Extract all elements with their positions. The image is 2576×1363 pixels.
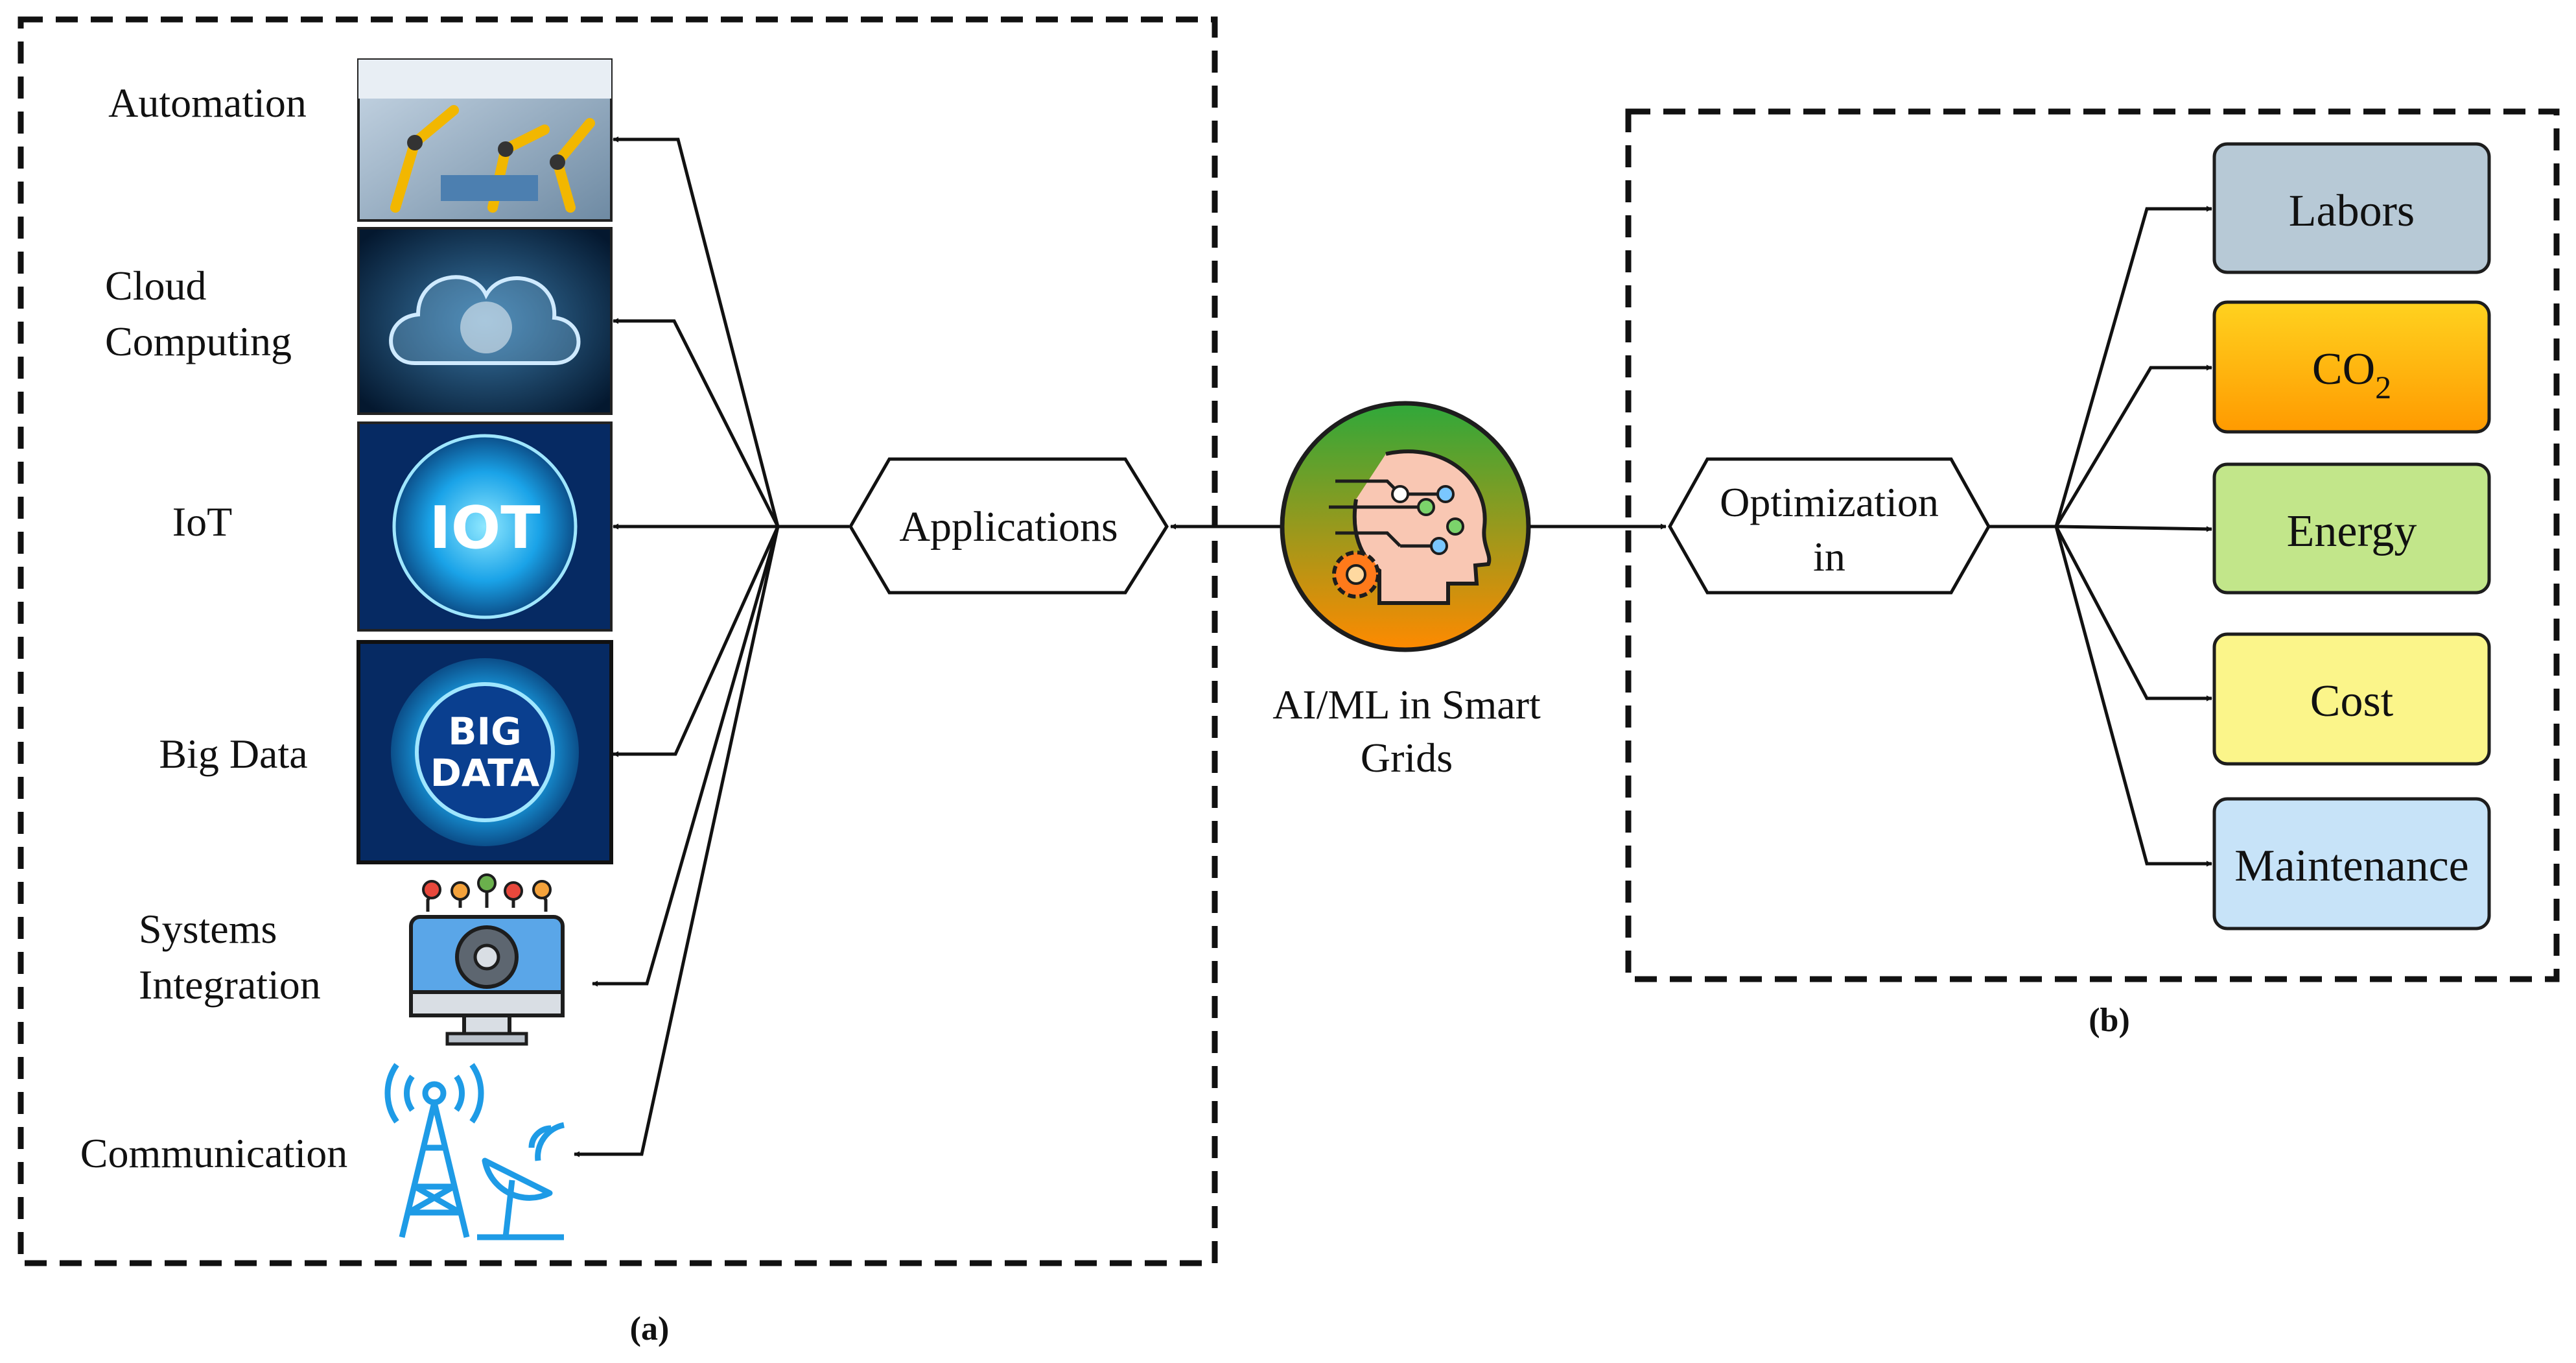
app-label-systems-integration: Systems — [139, 906, 277, 952]
target-maintenance: Maintenance — [2212, 797, 2491, 930]
ai-head-circuit-gear-icon — [1329, 449, 1492, 605]
ai-ml-center-node — [1280, 401, 1531, 652]
svg-text:Optimization: Optimization — [1720, 479, 1939, 525]
app-label-communication: Communication — [80, 1130, 347, 1176]
svg-text:Cost: Cost — [2310, 676, 2394, 726]
app-label-automation: Automation — [108, 80, 307, 126]
svg-text:Labors: Labors — [2289, 186, 2415, 236]
iot-globe-icon: IOT — [357, 421, 613, 632]
panel-b-caption: (b) — [2089, 1002, 2130, 1039]
app-label-systems-integration-line2: Integration — [139, 962, 321, 1008]
target-energy: Energy — [2212, 462, 2491, 595]
monitor-gear-network-icon — [409, 873, 565, 1046]
svg-text:Energy: Energy — [2287, 506, 2417, 556]
robot-arm-factory-icon — [357, 58, 613, 222]
applications-node: Applications — [849, 457, 1169, 595]
svg-text:DATA: DATA — [430, 751, 540, 795]
svg-text:in: in — [1813, 534, 1845, 580]
target-labors: Labors — [2212, 142, 2491, 274]
optimization-edges — [1989, 206, 2212, 867]
big-data-sphere-icon: BIG DATA — [357, 640, 613, 864]
app-label-cloud-computing-line2: Computing — [105, 318, 292, 364]
svg-text:BIG: BIG — [448, 709, 521, 753]
svg-text:Maintenance: Maintenance — [2234, 841, 2468, 891]
optimization-node: Optimization in — [1668, 457, 1991, 595]
target-co2: CO2 — [2212, 300, 2491, 434]
radio-tower-satellite-dish-icon — [384, 1063, 565, 1240]
app-label-cloud-computing: Cloud — [105, 263, 206, 309]
panel-b-frame — [1625, 108, 2560, 982]
center-label-line2: Grids — [1361, 735, 1453, 781]
target-cost: Cost — [2212, 632, 2491, 766]
app-label-big-data: Big Data — [159, 731, 307, 777]
app-label-iot: IoT — [172, 499, 232, 545]
svg-text:IOT: IOT — [429, 494, 540, 562]
application-edges — [574, 136, 849, 1157]
digital-cloud-icon — [357, 227, 613, 415]
panel-a-caption: (a) — [630, 1310, 670, 1347]
center-label-line1: AI/ML in Smart — [1272, 682, 1541, 728]
svg-text:CO2: CO2 — [2312, 344, 2391, 405]
panel-a-frame — [18, 16, 1218, 1266]
svg-text:Applications: Applications — [899, 503, 1118, 551]
